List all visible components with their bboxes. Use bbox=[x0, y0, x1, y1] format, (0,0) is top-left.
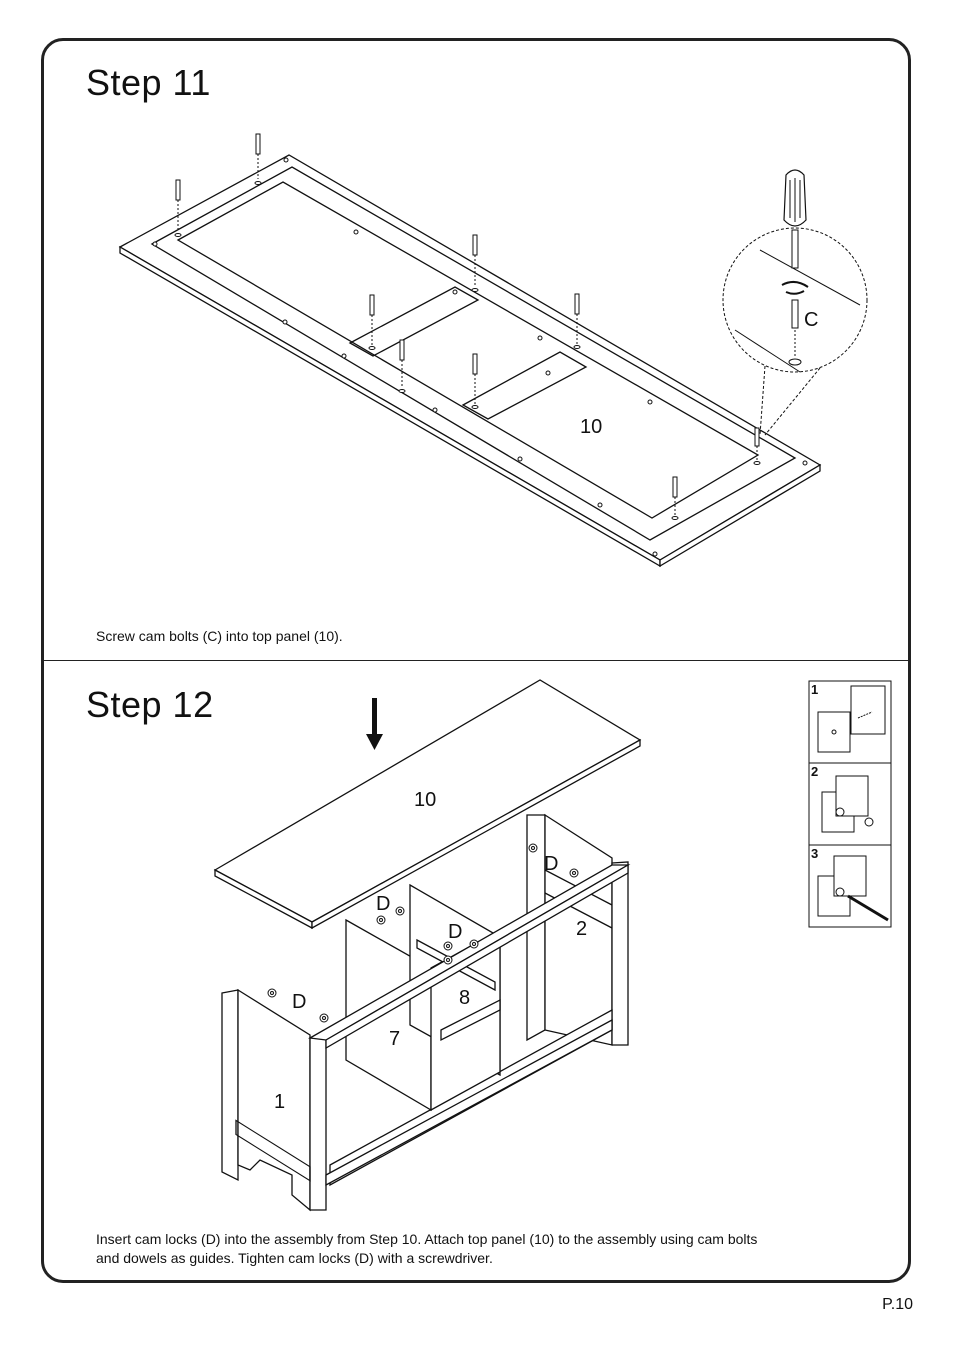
step-12-caption-line-1: Insert cam locks (D) into the assembly f… bbox=[96, 1231, 758, 1247]
cam-bolt-icons bbox=[174, 133, 761, 520]
cam-lock-inset-panel bbox=[808, 680, 892, 928]
cam-lock-icon bbox=[319, 1013, 329, 1023]
panel-10-label-step12: 10 bbox=[414, 789, 436, 811]
cam-bolt-icon bbox=[573, 293, 581, 349]
cam-lock-icon bbox=[569, 868, 579, 878]
divider-8-label: 8 bbox=[459, 987, 470, 1009]
page-number: P.10 bbox=[882, 1296, 913, 1313]
cam-bolt-icon bbox=[368, 294, 376, 350]
down-arrow-icon bbox=[366, 698, 383, 750]
cam-bolt-icon bbox=[671, 476, 679, 520]
cam-lock-d-label-3: D bbox=[448, 921, 462, 943]
cam-lock-icons bbox=[267, 843, 579, 1023]
cam-lock-icon bbox=[528, 843, 538, 853]
inset-step-3-label: 3 bbox=[811, 846, 818, 861]
cam-bolt-c-icon bbox=[788, 299, 802, 366]
zoom-detail-circle bbox=[722, 169, 868, 436]
inset-step-2-label: 2 bbox=[811, 764, 818, 779]
cam-lock-icon bbox=[443, 955, 453, 965]
inset-step-1-label: 1 bbox=[811, 682, 818, 697]
cam-lock-icon bbox=[469, 939, 479, 949]
cam-lock-d-label-2: D bbox=[376, 893, 390, 915]
side-panel-2-label: 2 bbox=[576, 918, 587, 940]
part-c-label: C bbox=[804, 309, 818, 331]
step-11-caption: Screw cam bolts (C) into top panel (10). bbox=[96, 628, 343, 644]
step-12-caption: Insert cam locks (D) into the assembly f… bbox=[96, 1230, 876, 1268]
cam-bolt-icon bbox=[398, 339, 406, 393]
cam-lock-icon bbox=[267, 988, 277, 998]
step-12-title: Step 12 bbox=[86, 684, 214, 725]
cam-bolt-icon bbox=[471, 234, 479, 292]
divider-7-label: 7 bbox=[389, 1028, 400, 1050]
screwdriver-icon bbox=[783, 169, 807, 269]
cam-bolt-icon bbox=[753, 427, 761, 465]
rotate-arrow-icon bbox=[781, 281, 809, 295]
cam-lock-d-label-4: D bbox=[544, 853, 558, 875]
step-11-title: Step 11 bbox=[86, 62, 211, 103]
step-divider bbox=[41, 660, 911, 661]
cabinet-assembly-drawing bbox=[221, 813, 631, 1212]
panel-10-label-step11: 10 bbox=[580, 416, 602, 438]
top-panel-drawing bbox=[213, 679, 642, 930]
side-panel-1-label: 1 bbox=[274, 1091, 285, 1113]
cam-bolt-icon bbox=[254, 133, 262, 185]
step-12-caption-line-2: and dowels as guides. Tighten cam locks … bbox=[96, 1250, 493, 1266]
cam-lock-icon bbox=[376, 915, 386, 925]
top-panel-underside-drawing bbox=[118, 154, 822, 568]
cam-bolt-icon bbox=[471, 353, 479, 409]
cam-lock-icon bbox=[443, 941, 453, 951]
cam-lock-icon bbox=[395, 906, 405, 916]
cam-lock-d-label-1: D bbox=[292, 991, 306, 1013]
cam-bolt-icon bbox=[174, 179, 182, 237]
